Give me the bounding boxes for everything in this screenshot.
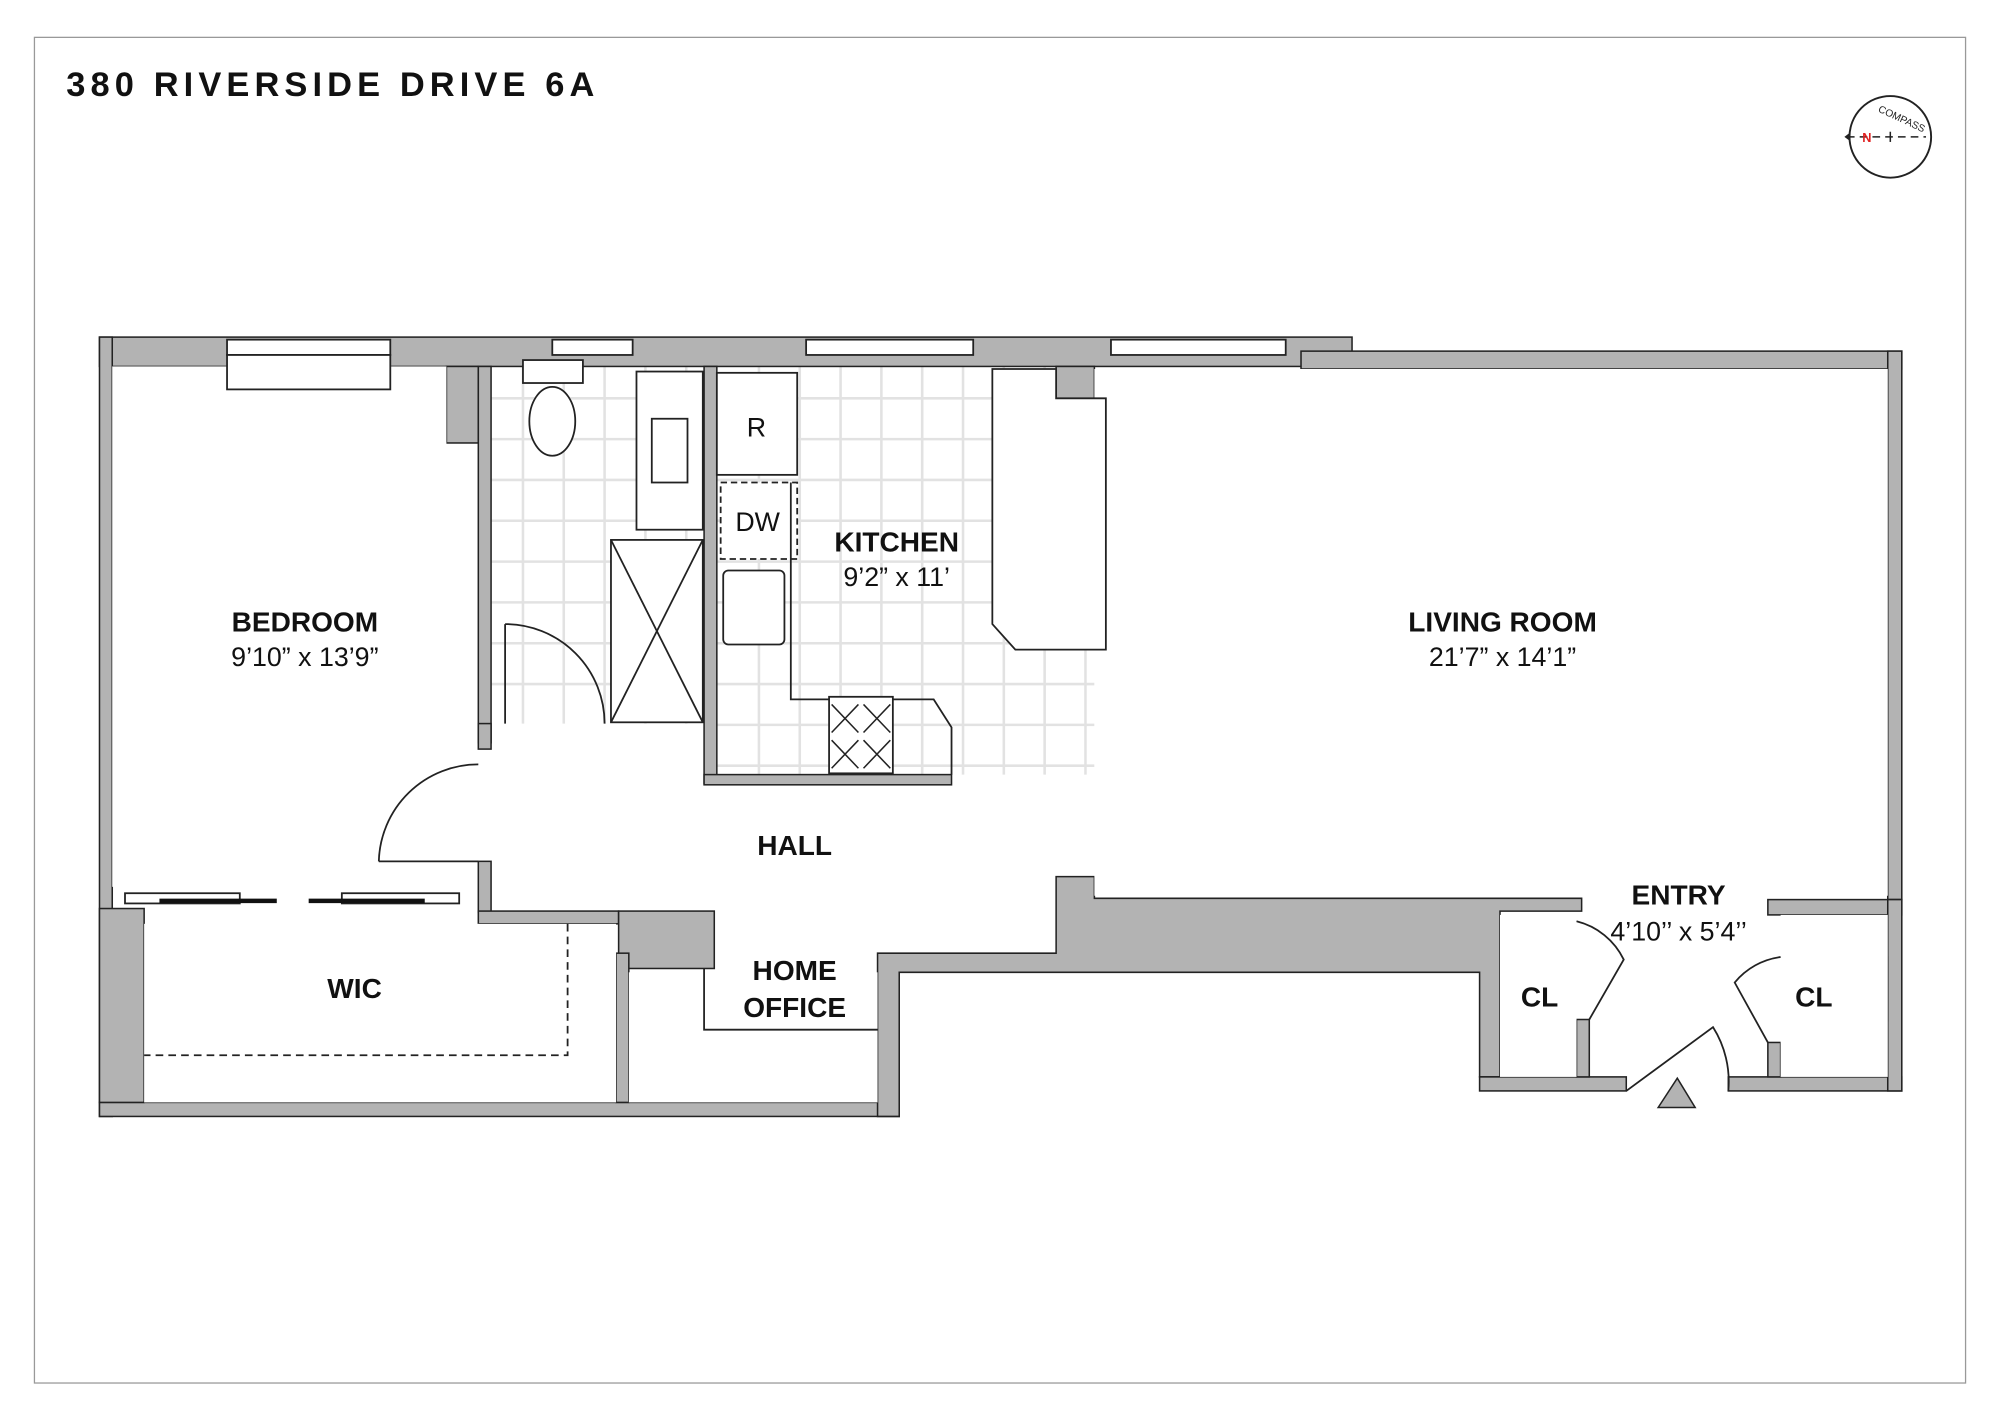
- living-room-dims: 21’7” x 14’1”: [1429, 642, 1576, 672]
- dishwasher: [719, 481, 799, 560]
- compass-icon: N COMPASS: [1844, 95, 1933, 179]
- dishwasher-label: DW: [735, 507, 780, 537]
- vanity-sink-icon: [650, 417, 689, 484]
- walls: [98, 336, 1903, 1118]
- plan-title: 380 RIVERSIDE DRIVE 6A: [66, 66, 599, 104]
- compass-north: N: [1862, 130, 1871, 145]
- kitchen-dims: 9’2” x 11’: [843, 562, 950, 592]
- fridge-label: R: [747, 413, 766, 443]
- toilet-tank: [522, 359, 584, 384]
- home-office-label-1: HOME: [753, 955, 837, 986]
- wic-label: WIC: [327, 973, 382, 1004]
- refrigerator: [715, 371, 799, 476]
- entry-dims: 4’10’’ x 5’4’’: [1610, 916, 1746, 946]
- kitchen-counter: [991, 368, 1107, 651]
- kitchen-sink-icon: [722, 569, 786, 646]
- bedroom-label: BEDROOM: [232, 607, 378, 638]
- toilet-icon: [528, 385, 577, 457]
- living-room-label: LIVING ROOM: [1408, 607, 1597, 638]
- hall-label: HALL: [757, 830, 832, 861]
- home-office-label-2: OFFICE: [743, 992, 846, 1023]
- bedroom-dims: 9’10” x 13’9”: [231, 642, 378, 672]
- fixtures: R DW: [124, 359, 1781, 1109]
- kitchen-label: KITCHEN: [834, 526, 959, 557]
- closet-right-label: CL: [1795, 982, 1832, 1013]
- entry-arrow-icon: [1656, 1076, 1697, 1109]
- entry-label: ENTRY: [1632, 880, 1726, 911]
- closet-left-label: CL: [1521, 982, 1558, 1013]
- windows: [226, 338, 1287, 391]
